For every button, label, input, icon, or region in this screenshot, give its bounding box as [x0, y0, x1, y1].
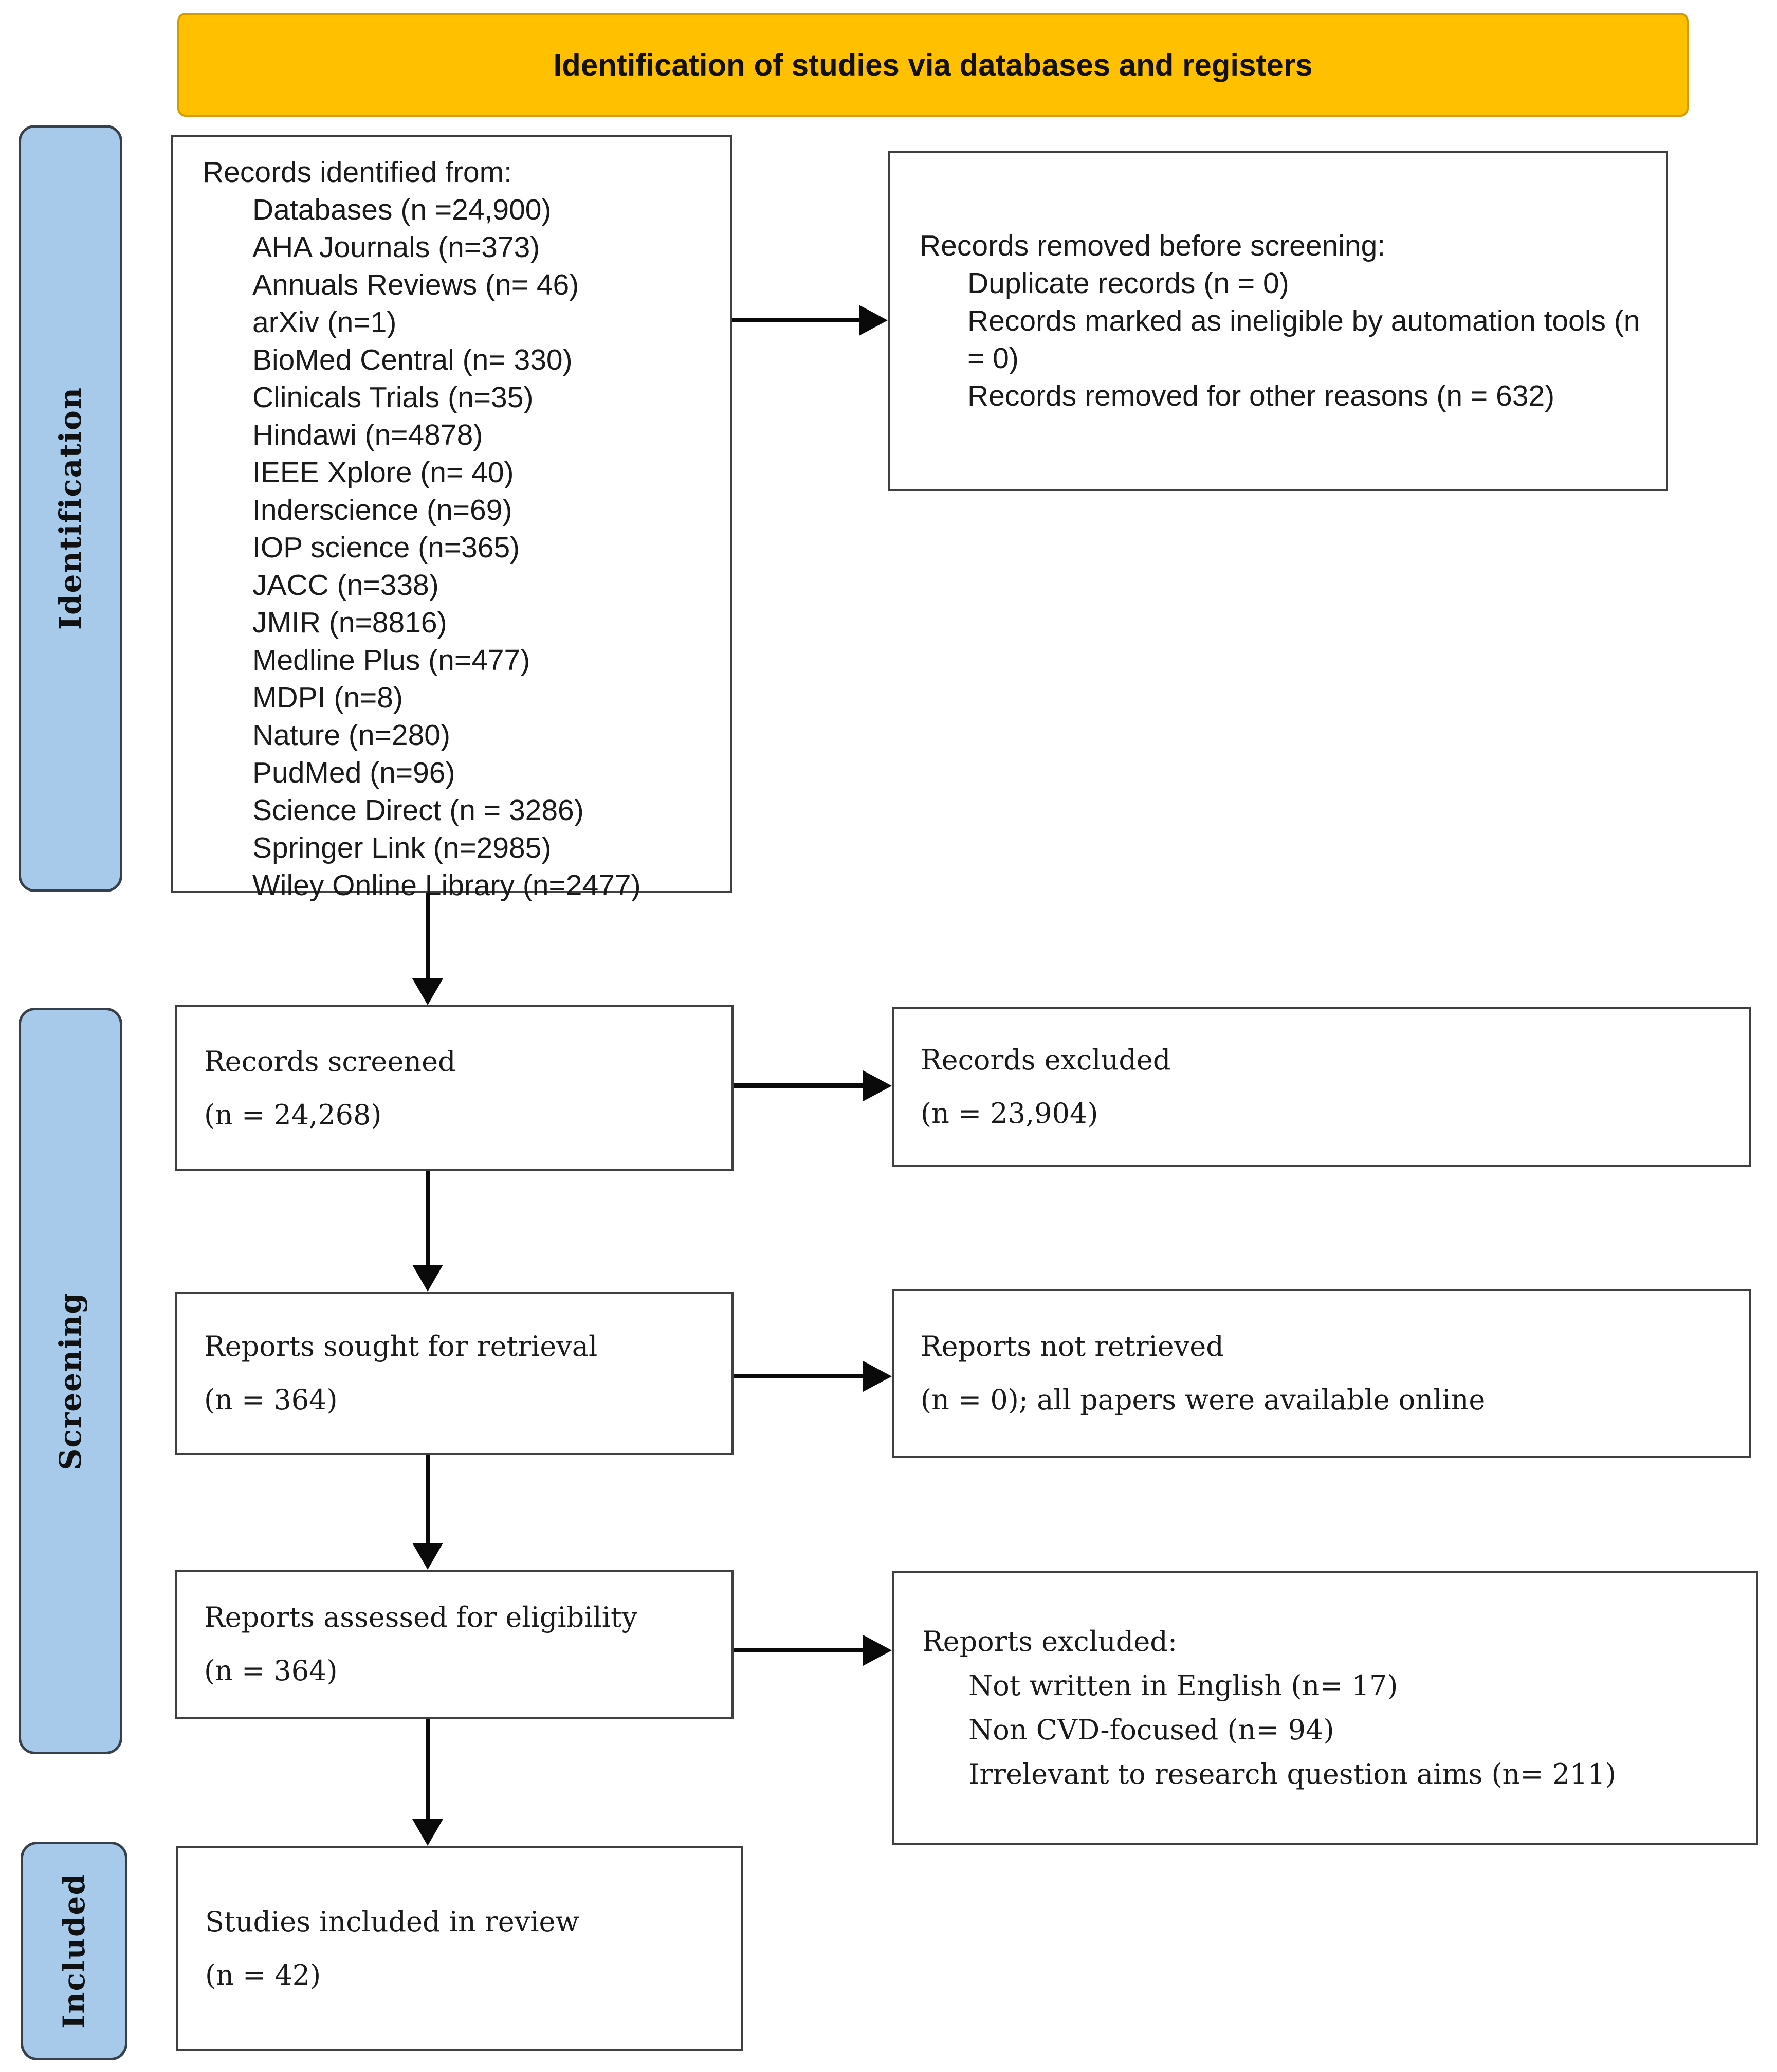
source-item: Annuals Reviews (n= 46) [252, 268, 579, 301]
excluded-reason-item: Non CVD-focused (n= 94) [968, 1713, 1334, 1746]
box-records-screened-line1: Records screened [204, 1045, 456, 1078]
source-item: Wiley Online Library (n=2477) [252, 869, 641, 902]
stage-label-screening-text: Screening [53, 1292, 88, 1470]
box-reports-excluded-title: Reports excluded: [922, 1625, 1178, 1658]
box-records-screened: Records screened (n = 24,268) [175, 1005, 734, 1171]
box-reports-sought-line1: Reports sought for retrieval [204, 1330, 598, 1362]
excluded-reason-item: Irrelevant to research question aims (n=… [968, 1757, 1616, 1790]
stage-label-identification-text: Identification [53, 387, 88, 630]
box-records-excluded-count: (n = 23,904) [921, 1097, 1098, 1130]
source-item: BioMed Central (n= 330) [252, 343, 573, 376]
box-reports-not-retrieved-line1: Reports not retrieved [921, 1330, 1224, 1362]
banner-title: Identification of studies via databases … [553, 47, 1313, 82]
removed-reason-item: Records removed for other reasons (n = 6… [967, 379, 1555, 412]
stage-label-included: Included [21, 1842, 127, 2060]
source-item: Medline Plus (n=477) [252, 644, 530, 677]
box-records-removed-before-screening: Records removed before screening: Duplic… [888, 151, 1668, 491]
stage-label-identification: Identification [19, 125, 122, 892]
source-item: JMIR (n=8816) [252, 606, 447, 639]
source-item: Databases (n =24,900) [252, 193, 552, 226]
box-reports-assessed-line1: Reports assessed for eligibility [204, 1601, 638, 1633]
source-item: AHA Journals (n=373) [252, 231, 540, 264]
removed-reason-item: Duplicate records (n = 0) [967, 266, 1289, 300]
box-reports-assessed-for-eligibility: Reports assessed for eligibility (n = 36… [175, 1570, 734, 1719]
box-reports-excluded: Reports excluded: Not written in English… [892, 1571, 1758, 1845]
box-reports-not-retrieved: Reports not retrieved (n = 0); all paper… [892, 1289, 1751, 1458]
box-reports-not-retrieved-count: (n = 0); all papers were available onlin… [921, 1384, 1486, 1416]
source-item: Hindawi (n=4878) [252, 419, 483, 451]
box-records-screened-count: (n = 24,268) [204, 1098, 382, 1131]
records-removed-reason-list: Duplicate records (n = 0) Records marked… [920, 265, 1647, 415]
box-records-excluded-line1: Records excluded [921, 1044, 1171, 1076]
box-reports-sought-for-retrieval: Reports sought for retrieval (n = 364) [175, 1292, 734, 1455]
source-item: JACC (n=338) [252, 569, 439, 602]
reports-excluded-reason-list: Not written in English (n= 17) Non CVD-f… [922, 1664, 1741, 1796]
box-records-removed-title: Records removed before screening: [920, 229, 1386, 262]
stage-label-included-text: Included [57, 1873, 91, 2029]
records-identified-source-list: Databases (n =24,900) AHA Journals (n=37… [203, 191, 716, 904]
source-item: Clinicals Trials (n=35) [252, 381, 534, 414]
stage-label-screening: Screening [19, 1008, 122, 1754]
banner-identification-via-databases: Identification of studies via databases … [177, 13, 1689, 117]
source-item: Springer Link (n=2985) [252, 831, 552, 864]
box-reports-sought-count: (n = 364) [204, 1384, 338, 1416]
box-records-identified: Records identified from: Databases (n =2… [171, 135, 732, 902]
source-item: arXiv (n=1) [252, 306, 397, 339]
box-studies-included-in-review: Studies included in review (n = 42) [176, 1846, 743, 2051]
source-item: IOP science (n=365) [252, 531, 520, 564]
box-records-excluded: Records excluded (n = 23,904) [892, 1007, 1751, 1167]
source-item: Science Direct (n = 3286) [252, 794, 584, 827]
source-item: MDPI (n=8) [252, 681, 403, 714]
source-item: Inderscience (n=69) [252, 494, 512, 526]
box-reports-assessed-count: (n = 364) [204, 1655, 338, 1687]
box-studies-included-line1: Studies included in review [205, 1905, 579, 1938]
box-studies-included-count: (n = 42) [205, 1959, 321, 1991]
excluded-reason-item: Not written in English (n= 17) [968, 1669, 1398, 1702]
source-item: Nature (n=280) [252, 719, 450, 752]
source-item: PudMed (n=96) [252, 756, 455, 789]
removed-reason-item: Records marked as ineligible by automati… [967, 304, 1640, 375]
box-records-identified-title: Records identified from: [203, 156, 512, 189]
source-item: IEEE Xplore (n= 40) [252, 456, 514, 489]
